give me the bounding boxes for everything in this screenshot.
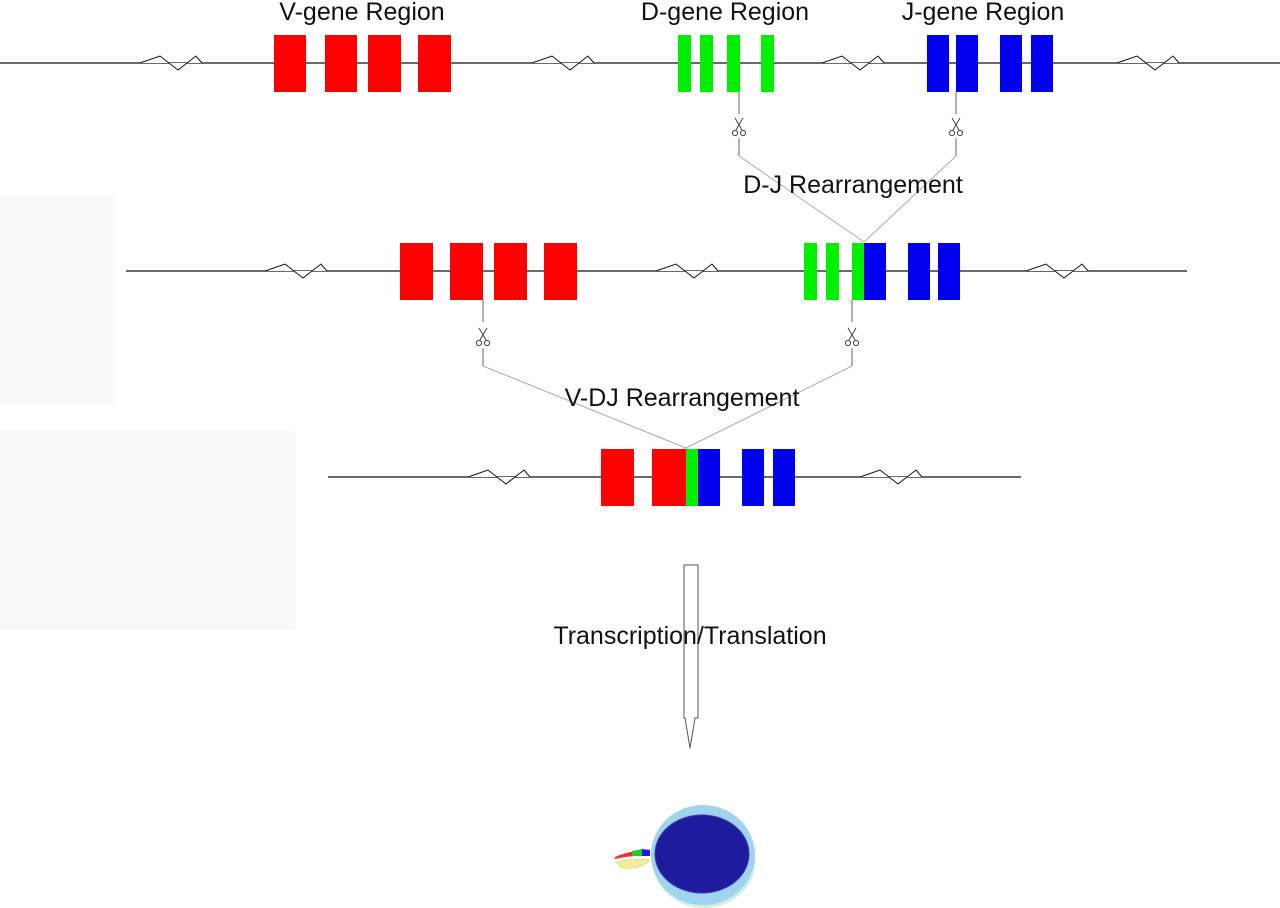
d-gene-segment: [826, 243, 839, 300]
intron-break-icon: [531, 55, 595, 71]
intron-break-icon: [139, 55, 203, 71]
v-gene-segment: [601, 449, 634, 506]
background-panel: [0, 195, 115, 405]
v-gene-segment: [325, 35, 357, 92]
intron-break-icon: [1116, 55, 1180, 71]
d-gene-segment: [678, 35, 691, 92]
intron-break-icon: [859, 469, 923, 485]
d-gene-segment: [686, 449, 698, 506]
vdj-rearranged-dna: [328, 449, 1021, 506]
v-gene-segment: [494, 243, 527, 300]
intron-break-icon: [655, 263, 719, 279]
rearrangement-connector: [482, 365, 687, 449]
j-gene-segment: [698, 449, 720, 506]
j-gene-segment: [927, 35, 949, 92]
d-gene-segment: [852, 243, 864, 300]
v-region-label: V-gene Region: [279, 0, 444, 26]
intron-break-icon: [821, 55, 885, 71]
b-cell-icon: [615, 805, 755, 908]
v-gene-segment: [652, 449, 686, 506]
j-gene-segment: [956, 35, 978, 92]
j-gene-segment: [908, 243, 930, 300]
vdj-rearrangement-label: V-DJ Rearrangement: [565, 384, 800, 412]
vdj-cut-sites: [475, 300, 860, 449]
v-gene-segment: [418, 35, 451, 92]
j-gene-segment: [1031, 35, 1053, 92]
germline-dna: V-gene Region D-gene Region J-gene Regio…: [0, 0, 1280, 92]
rearrangement-connector: [685, 365, 853, 449]
scissors-icon: [844, 327, 860, 347]
v-gene-segments: [274, 35, 451, 92]
background-panel: [0, 430, 295, 630]
v-gene-segment: [368, 35, 401, 92]
intron-break-icon: [264, 263, 328, 279]
j-gene-segment: [938, 243, 960, 300]
intron-break-icon: [1025, 263, 1089, 279]
v-gene-segment: [544, 243, 577, 300]
d-gene-segment: [700, 35, 713, 92]
dj-cut-sites: [731, 92, 964, 243]
scissors-icon: [731, 117, 747, 137]
rearrangement-connector: [863, 155, 957, 243]
v-gene-segment: [400, 243, 433, 300]
cell-nucleus: [654, 814, 750, 894]
dj-rearranged-dna: [126, 243, 1187, 300]
j-gene-segment: [742, 449, 764, 506]
scissors-icon: [948, 117, 964, 137]
j-gene-segment: [773, 449, 795, 506]
j-gene-segments: [927, 35, 1053, 92]
d-gene-segment: [727, 35, 740, 92]
antibody-icon: [615, 849, 651, 869]
v-gene-segment: [450, 243, 483, 300]
dj-rearrangement-label: D-J Rearrangement: [743, 171, 963, 199]
scissors-icon: [475, 327, 491, 347]
transcription-label: Transcription/Translation: [553, 622, 826, 650]
d-gene-segment: [804, 243, 817, 300]
d-region-label: D-gene Region: [641, 0, 809, 26]
process-arrow-icon: [683, 564, 699, 749]
d-gene-segments: [678, 35, 774, 92]
intron-break-icon: [467, 469, 531, 485]
v-gene-segment: [274, 35, 306, 92]
d-gene-segment: [761, 35, 774, 92]
j-gene-segment: [864, 243, 886, 300]
j-gene-segment: [1000, 35, 1022, 92]
rearrangement-connector: [738, 155, 865, 243]
j-region-label: J-gene Region: [902, 0, 1065, 26]
